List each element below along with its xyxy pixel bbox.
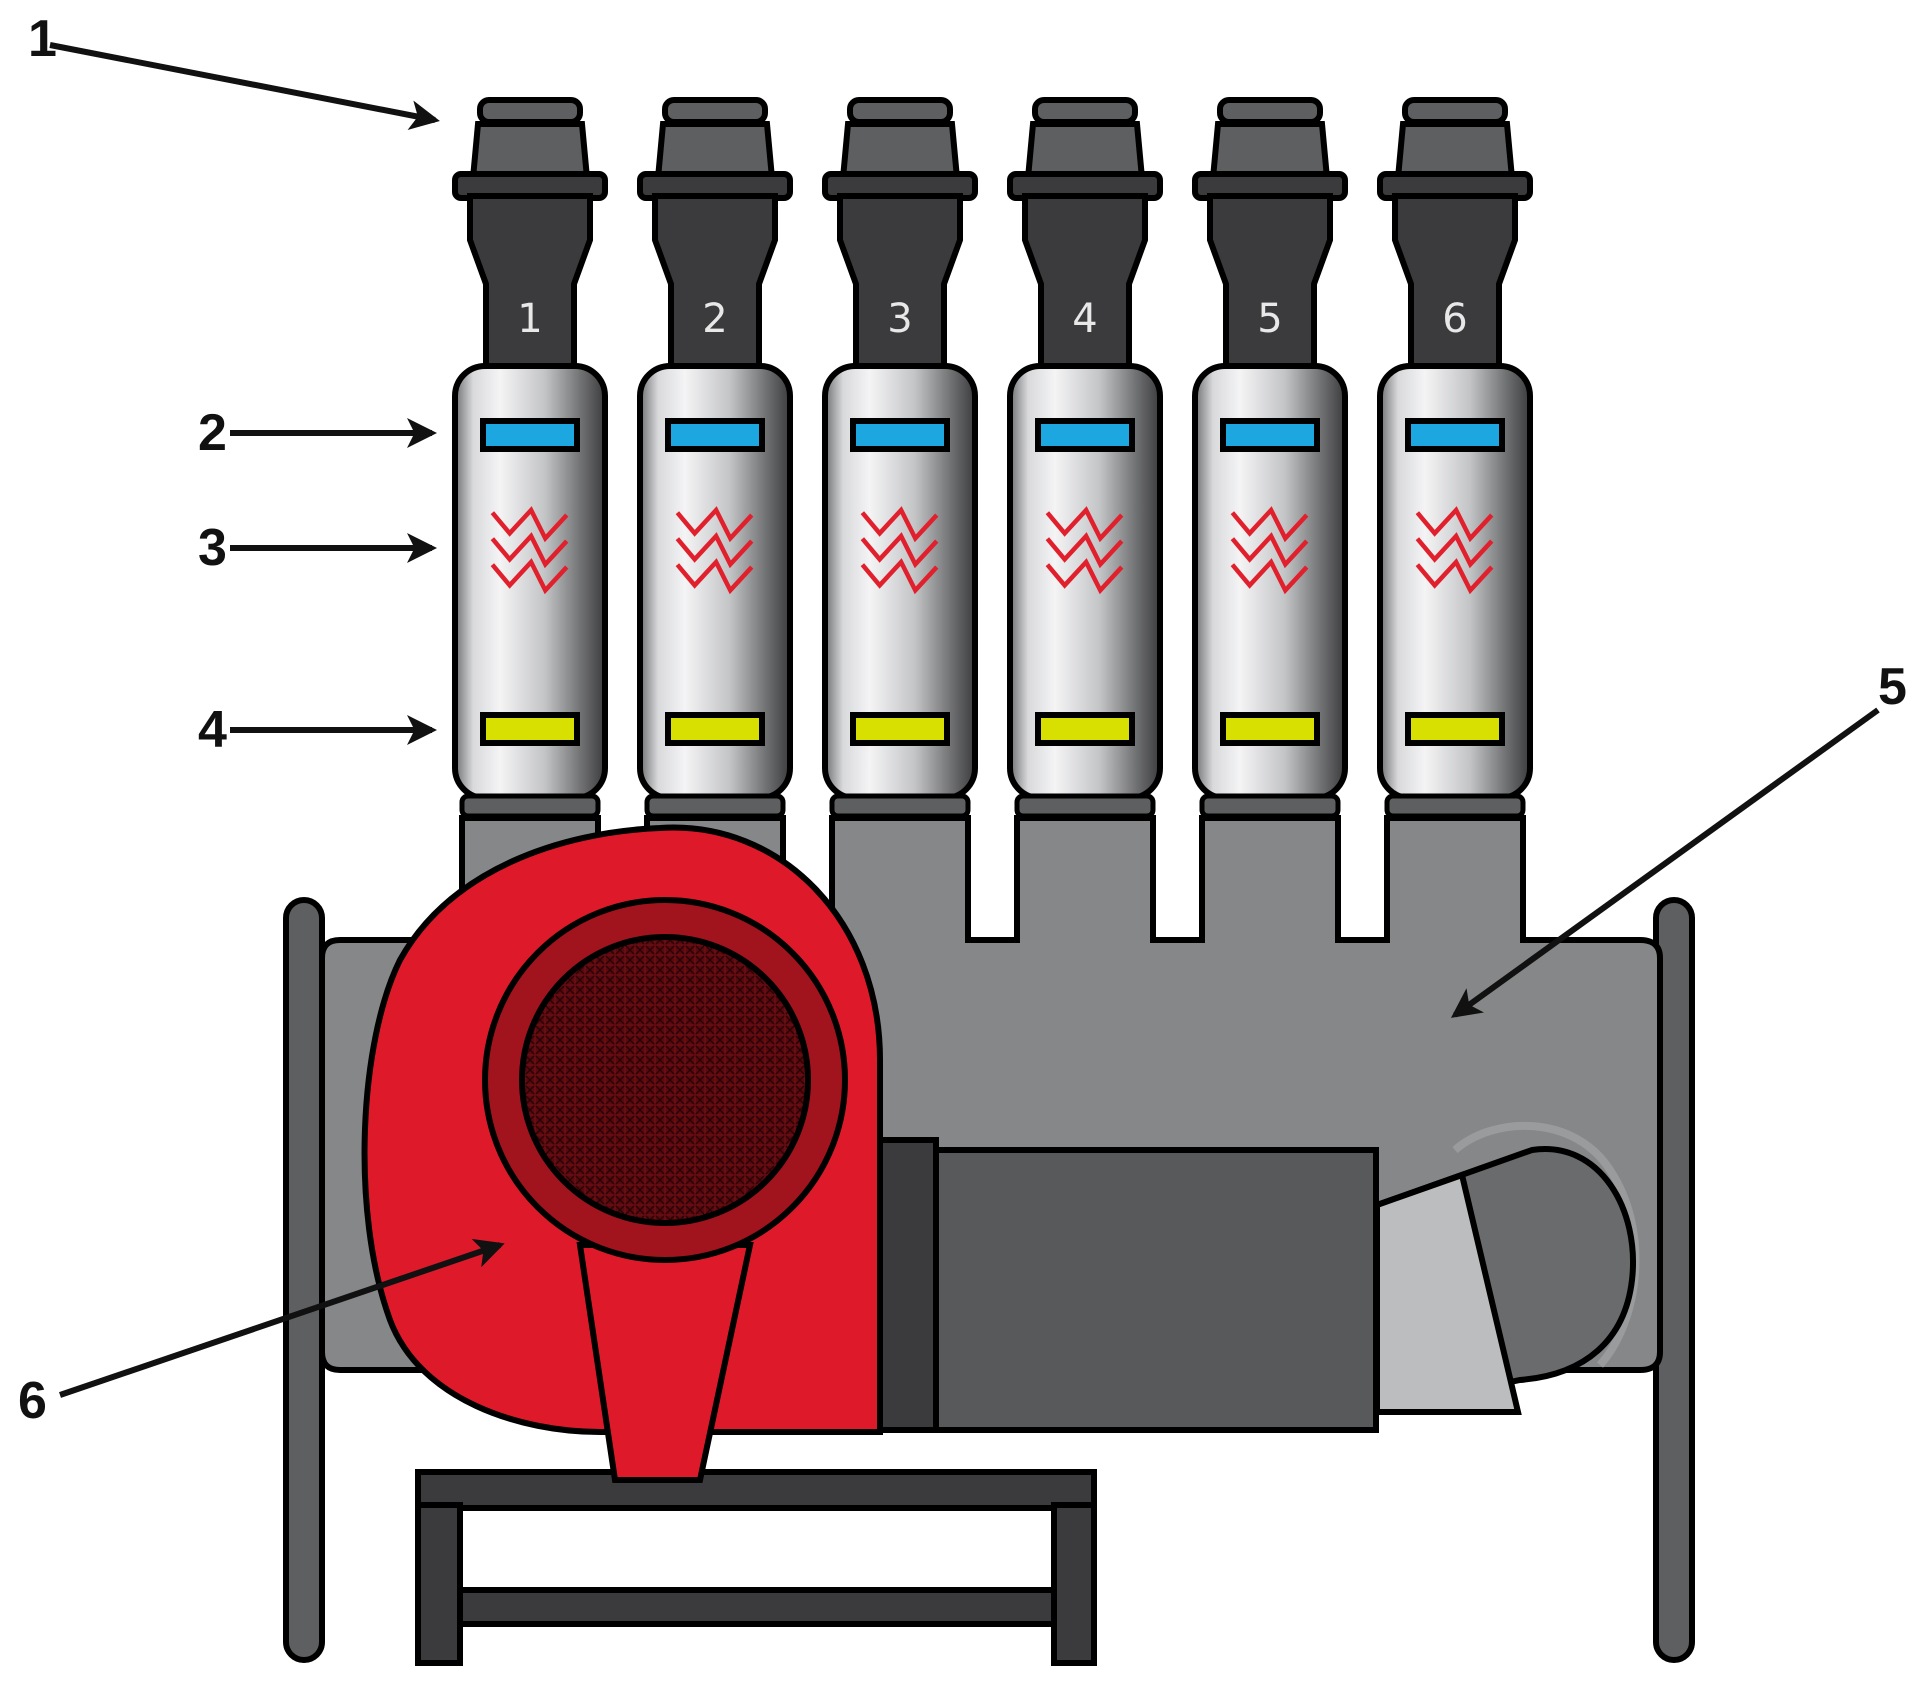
yellow-band <box>480 712 580 746</box>
tube-4: 4 <box>1007 97 1163 819</box>
callout-labels: 1 2 3 4 5 6 <box>18 10 1907 1430</box>
callout-label-3: 3 <box>198 519 227 577</box>
heater-zigzag-icon <box>1230 506 1309 595</box>
callout-label-5: 5 <box>1878 658 1907 716</box>
heater-zigzag-icon <box>860 506 939 595</box>
blue-band <box>850 418 950 452</box>
yellow-band <box>850 712 950 746</box>
blue-band <box>1405 418 1505 452</box>
tube-number: 6 <box>1442 296 1467 342</box>
arrow-icon <box>1450 707 1880 1018</box>
heater-zigzag-icon <box>490 506 569 595</box>
left-end-plate <box>283 897 325 1663</box>
callout-label-4: 4 <box>198 701 227 759</box>
yellow-band <box>1405 712 1505 746</box>
tube-number: 5 <box>1257 296 1282 342</box>
tube-2: 2 <box>637 97 793 819</box>
heater-zigzag-icon <box>1415 506 1494 595</box>
tube-3: 3 <box>822 97 978 819</box>
tube-number: 3 <box>887 296 912 342</box>
arrow-icon <box>49 42 440 130</box>
callout-label-2: 2 <box>198 404 227 462</box>
callout-arrows <box>49 42 1880 1398</box>
blue-band <box>1220 418 1320 452</box>
heater-zigzag-icon <box>1045 506 1124 595</box>
yellow-band <box>1035 712 1135 746</box>
tube-number: 4 <box>1072 296 1097 342</box>
tube-array: 1 2 3 4 5 6 <box>452 97 1533 819</box>
stand <box>415 1469 1097 1666</box>
tube-5: 5 <box>1192 97 1348 819</box>
callout-label-1: 1 <box>28 10 57 68</box>
tube-1: 1 <box>452 97 608 819</box>
blue-band <box>665 418 765 452</box>
blue-band <box>480 418 580 452</box>
arrow-icon <box>59 1238 505 1398</box>
blue-band <box>1035 418 1135 452</box>
tube-6: 6 <box>1377 97 1533 819</box>
exhaust-duct <box>847 1121 1640 1433</box>
yellow-band <box>665 712 765 746</box>
callout-label-6: 6 <box>18 1372 47 1430</box>
tube-number: 1 <box>517 296 542 342</box>
heater-zigzag-icon <box>675 506 754 595</box>
tube-number: 2 <box>702 296 727 342</box>
blower <box>361 824 883 1483</box>
yellow-band <box>1220 712 1320 746</box>
